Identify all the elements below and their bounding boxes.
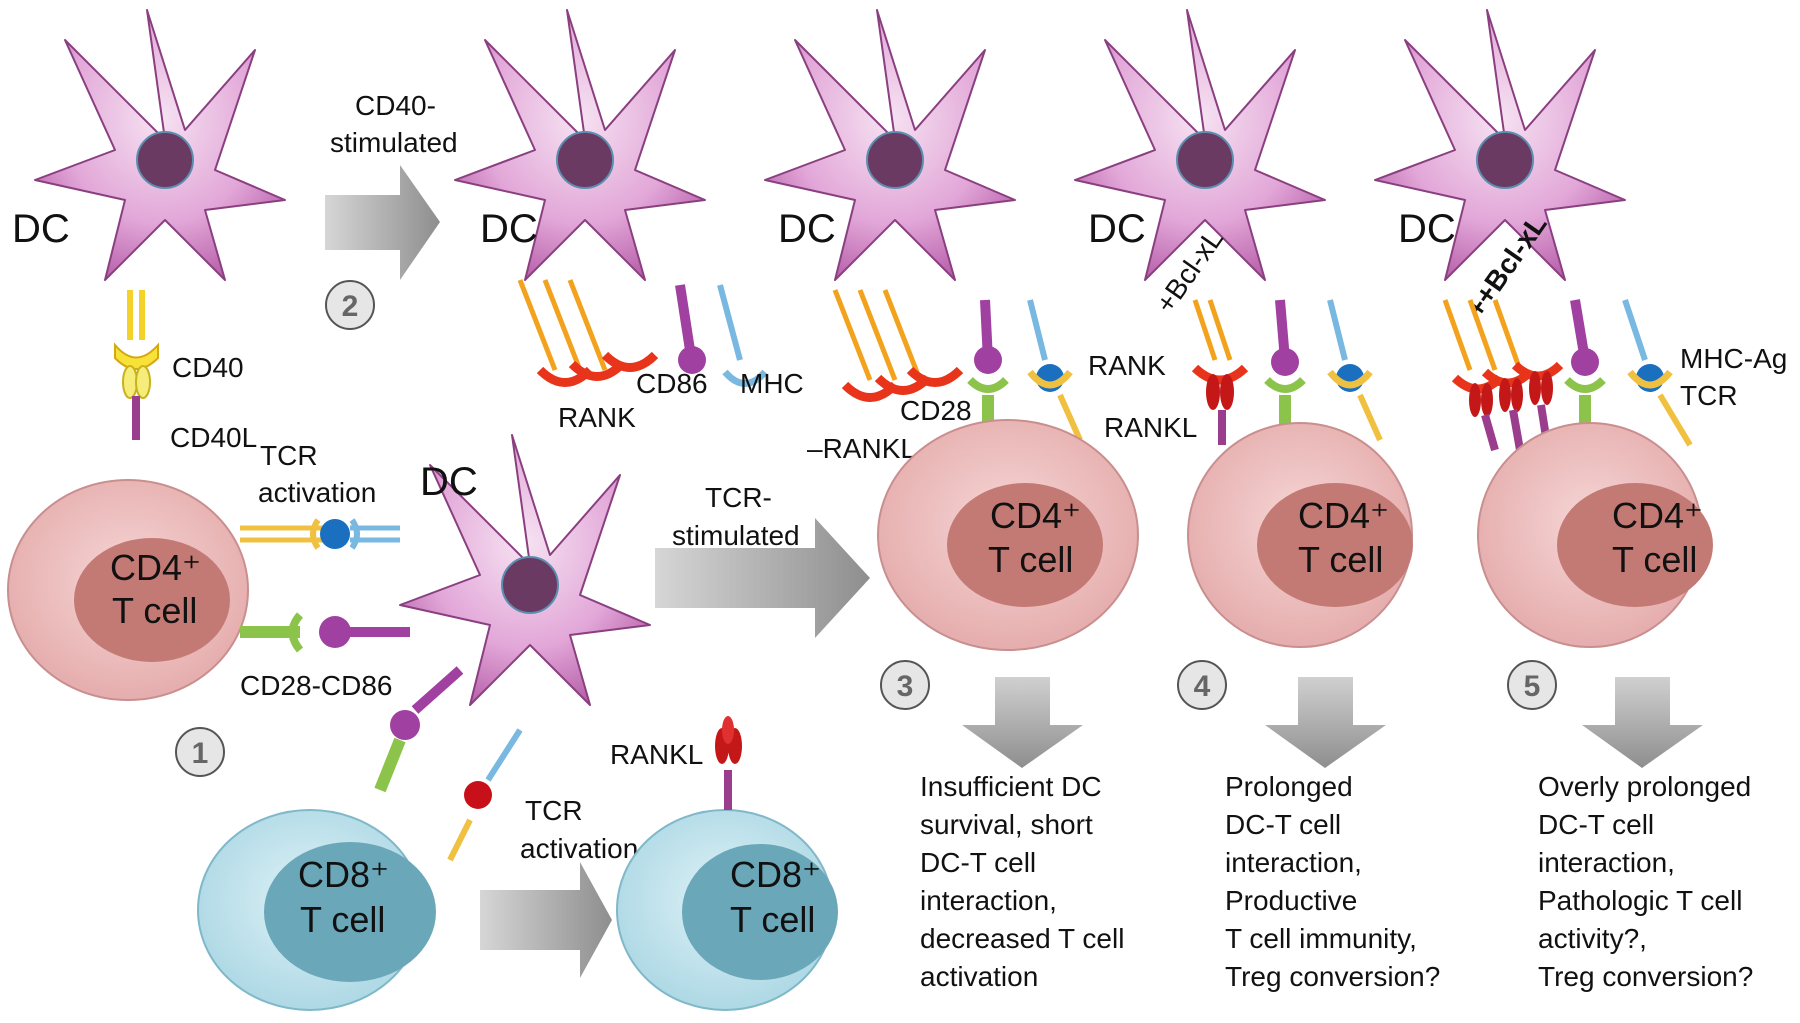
cd4-t-cell-4: CD4⁺ T cell (1187, 422, 1413, 648)
rank-label-4: RANK (1088, 350, 1166, 381)
outcome-4: Prolonged DC-T cell interaction, Product… (1225, 771, 1440, 992)
rank-receptors-2 (517, 279, 768, 387)
rankl-label-cd8: RANKL (610, 739, 703, 770)
svg-text:decreased T cell: decreased T cell (920, 923, 1124, 954)
svg-text:T cell immunity,: T cell immunity, (1225, 923, 1417, 954)
cd8-t-cell-2: CD8⁺ T cell (616, 716, 838, 1011)
cd40-label: CD40 (172, 352, 244, 383)
cd40l-ligand (122, 365, 151, 440)
tcr-activation-label-2: activation (258, 477, 376, 508)
cd40l-label: CD40L (170, 422, 257, 453)
tcr-label-5: TCR (1680, 380, 1738, 411)
rank-label-2: RANK (558, 402, 636, 433)
arrow-cd40-stimulated (325, 165, 440, 280)
svg-text:interaction,: interaction, (1538, 847, 1675, 878)
svg-text:survival, short: survival, short (920, 809, 1093, 840)
svg-text:DC-T cell: DC-T cell (1225, 809, 1341, 840)
cd28-label: CD28 (900, 395, 972, 426)
tcr-activation-label-1: TCR (260, 440, 318, 471)
tcr-activation-cd8-label-1: TCR (525, 795, 583, 826)
arrow-down-3 (962, 677, 1083, 768)
cd8-tcr-link (447, 728, 523, 862)
t-cell-label-cd8: T cell (300, 899, 385, 940)
svg-text:Productive: Productive (1225, 885, 1357, 916)
svg-text:DC-T cell: DC-T cell (1538, 809, 1654, 840)
cd4-t-cell-3: CD4⁺ T cell (877, 419, 1139, 651)
cd4-label: CD4⁺ (110, 547, 201, 588)
cd28-cd86-complex (240, 612, 410, 653)
mhc-label-2: MHC (740, 368, 804, 399)
cd8-label: CD8⁺ (298, 854, 389, 895)
rankl-label-4: RANKL (1104, 412, 1197, 443)
tcr-stimulated-label-2: stimulated (672, 520, 800, 551)
cd40-stimulated-label-1: CD40- (355, 90, 436, 121)
dc-label-4: DC (1088, 207, 1146, 251)
t-cell-label-3: T cell (988, 539, 1073, 580)
svg-text:Overly prolonged: Overly prolonged (1538, 771, 1751, 802)
svg-text:interaction,: interaction, (1225, 847, 1362, 878)
svg-text:Insufficient DC: Insufficient DC (920, 771, 1102, 802)
dc-label-3: DC (778, 207, 836, 251)
step-badge-1: 1 (175, 727, 225, 777)
cd8-label-2: CD8⁺ (730, 854, 821, 895)
step-badge-3: 3 (880, 660, 930, 710)
step-badge-2: 2 (325, 280, 375, 330)
svg-text:activation: activation (920, 961, 1038, 992)
arrow-down-4 (1265, 677, 1386, 768)
dc-cell-1 (34, 9, 286, 281)
svg-text:1: 1 (192, 737, 209, 770)
cd28-cd86-label: CD28-CD86 (240, 670, 393, 701)
t-cell-label-cd8-2: T cell (730, 899, 815, 940)
svg-text:Pathologic T cell: Pathologic T cell (1538, 885, 1742, 916)
cd86-label-2: CD86 (636, 368, 708, 399)
arrow-cd8 (480, 862, 612, 978)
arrow-tcr-stimulated (655, 518, 870, 638)
cd4-label-4: CD4⁺ (1298, 495, 1389, 536)
cd4-t-cell-1: CD4⁺ T cell (7, 479, 249, 701)
outcome-3: Insufficient DC survival, short DC-T cel… (920, 771, 1124, 992)
t-cell-label: T cell (112, 590, 197, 631)
svg-text:4: 4 (1194, 670, 1211, 703)
cd4-label-3: CD4⁺ (990, 495, 1081, 536)
tcr-stimulated-label-1: TCR- (705, 482, 772, 513)
cd8-cd28-link (374, 666, 464, 793)
svg-text:Prolonged: Prolonged (1225, 771, 1353, 802)
svg-text:interaction,: interaction, (920, 885, 1057, 916)
dc-label-middle: DC (420, 460, 478, 504)
svg-text:3: 3 (897, 670, 914, 703)
cd4-t-cell-5: CD4⁺ T cell (1477, 422, 1713, 648)
svg-text:5: 5 (1524, 670, 1541, 703)
dc-label: DC (12, 207, 70, 251)
step-badge-4: 4 (1177, 660, 1227, 710)
minus-rankl-label: –RANKL (807, 433, 916, 464)
dc-label-2: DC (480, 207, 538, 251)
arrow-down-5 (1582, 677, 1703, 768)
tcr-mhc-complex-1 (240, 518, 400, 550)
outcome-5: Overly prolonged DC-T cell interaction, … (1538, 771, 1753, 992)
step-badge-5: 5 (1507, 660, 1557, 710)
tcr-activation-cd8-label-2: activation (520, 833, 638, 864)
t-cell-label-4: T cell (1298, 539, 1383, 580)
svg-text:activity?,: activity?, (1538, 923, 1647, 954)
svg-text:Treg conversion?: Treg conversion? (1225, 961, 1440, 992)
panel3-receptors (832, 289, 1083, 442)
dc-label-5: DC (1398, 207, 1456, 251)
cd40-receptor (114, 290, 159, 370)
cd40-stimulated-label-2: stimulated (330, 127, 458, 158)
mhc-ag-label: MHC-Ag (1680, 343, 1787, 374)
cd8-t-cell-1: CD8⁺ T cell (197, 809, 436, 1011)
svg-text:DC-T cell: DC-T cell (920, 847, 1036, 878)
svg-text:2: 2 (342, 290, 359, 323)
svg-text:Treg conversion?: Treg conversion? (1538, 961, 1753, 992)
cd4-label-5: CD4⁺ (1612, 495, 1703, 536)
t-cell-label-5: T cell (1612, 539, 1697, 580)
